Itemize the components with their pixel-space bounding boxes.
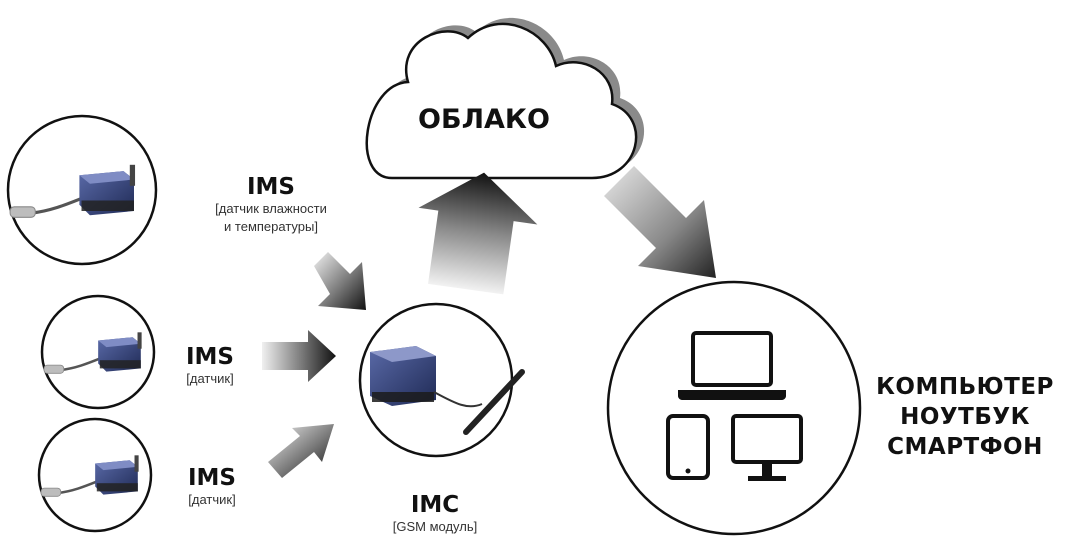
arrow-sensor1-to-hub [314,252,366,310]
monitor-icon [731,414,803,481]
devices-label-group: КОМПЬЮТЕР НОУТБУК СМАРТФОН [866,372,1064,462]
sensor1-title: IMS [246,174,295,200]
hub-label-group: IMC [GSM модуль] [370,492,500,536]
sensor2-caption: [датчик] [186,371,234,386]
sensor2-title: IMS [185,344,234,370]
laptop-icon [678,331,786,400]
devices-line-smartphone: СМАРТФОН [887,434,1043,460]
arrow-cloud-to-devices [604,166,716,278]
sensor1-caption-line1: [датчик влажности [215,201,327,216]
arrow-hub-to-cloud [418,172,538,295]
tablet-icon [666,414,710,480]
sensor3-title: IMS [187,465,236,491]
sensor3-caption: [датчик] [188,492,236,507]
cloud-label: ОБЛАКО [418,104,550,135]
arrow-sensor3-to-hub [268,424,334,478]
devices-line-computer: КОМПЬЮТЕР [876,374,1054,400]
arrow-sensor2-to-hub [262,330,336,382]
devices-line-laptop: НОУТБУК [900,404,1030,430]
sensor-circle-2 [40,294,156,410]
sensor-circle-3 [37,417,153,533]
sensor1-caption-line2: и температуры] [224,219,318,234]
cloud-shape [365,22,638,180]
hub-title: IMC [410,492,460,518]
sensor2-label-group: IMS [датчик] [170,344,250,388]
gsm-module-image [370,346,525,435]
devices-circle [606,280,862,536]
sensor3-label-group: IMS [датчик] [172,465,252,509]
sensor1-label-group: IMS [датчик влажности и температуры] [196,174,346,236]
hub-caption: [GSM модуль] [392,519,478,534]
